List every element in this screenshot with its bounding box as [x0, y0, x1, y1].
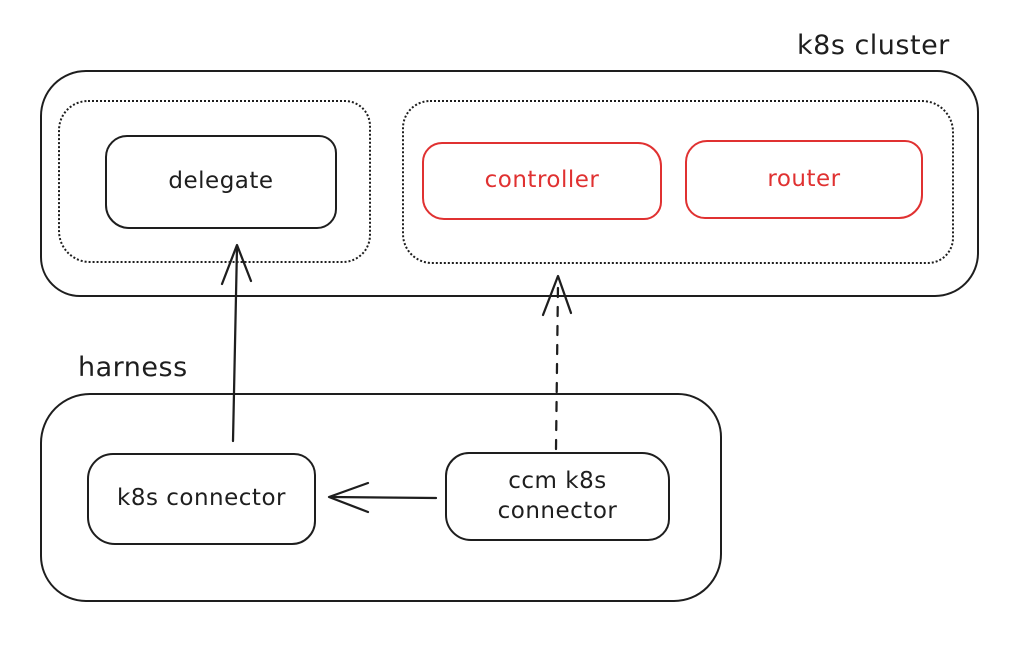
- delegate-group-outline: [58, 100, 371, 263]
- ccm-k8s-connector-node: ccm k8s connector: [445, 452, 670, 541]
- ccm-k8s-connector-node-label: ccm k8s connector: [497, 467, 618, 524]
- harness-container: [40, 393, 722, 602]
- router-node: router: [685, 140, 923, 219]
- controller-router-group-outline: [402, 100, 954, 264]
- router-node-label: router: [767, 165, 841, 192]
- controller-node: controller: [422, 142, 662, 220]
- controller-node-label: controller: [484, 167, 600, 194]
- k8s-connector-node-label: k8s connector: [117, 485, 286, 512]
- k8s-cluster-label: k8s cluster: [797, 30, 950, 61]
- harness-label: harness: [78, 352, 188, 383]
- delegate-node: delegate: [105, 135, 337, 229]
- delegate-node-label: delegate: [168, 168, 274, 195]
- k8s-connector-node: k8s connector: [87, 453, 316, 545]
- k8s-cluster-container: [40, 70, 979, 297]
